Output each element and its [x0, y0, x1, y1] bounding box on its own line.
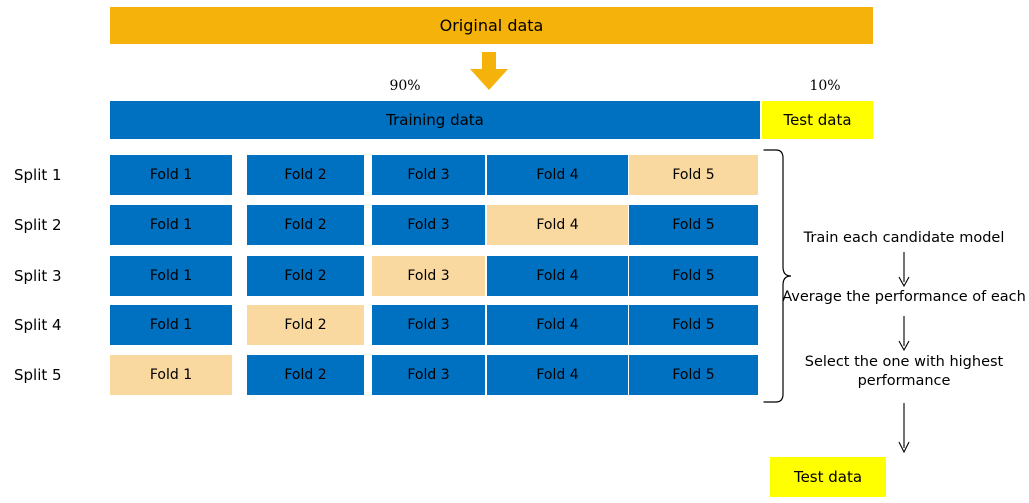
fold-box-split2-fold1: Fold 1 [110, 205, 232, 245]
fold-box-split2-fold3: Fold 3 [372, 205, 485, 245]
fold-box-split1-fold3: Fold 3 [372, 155, 485, 195]
fold-box-split5-fold3: Fold 3 [372, 355, 485, 395]
fold-box-split3-fold2: Fold 2 [247, 256, 364, 296]
fold-box-split5-fold5: Fold 5 [629, 355, 758, 395]
split-label-2: Split 2 [14, 216, 62, 234]
fold-box-split1-fold2: Fold 2 [247, 155, 364, 195]
test-percentage-label: 10% [809, 78, 841, 94]
fold-box-split4-fold1: Fold 1 [110, 305, 232, 345]
fold-box-split3-fold4: Fold 4 [487, 256, 628, 296]
fold-box-split3-fold3: Fold 3 [372, 256, 485, 296]
fold-box-split1-fold1: Fold 1 [110, 155, 232, 195]
down-arrow-icon-1 [895, 252, 913, 288]
original-data-bar: Original data [110, 7, 873, 44]
fold-box-split1-fold5: Fold 5 [629, 155, 758, 195]
fold-box-split3-fold5: Fold 5 [629, 256, 758, 296]
fold-box-split4-fold2: Fold 2 [247, 305, 364, 345]
down-arrow-icon-3 [895, 403, 913, 455]
fold-box-split5-fold2: Fold 2 [247, 355, 364, 395]
fold-box-split1-fold4: Fold 4 [487, 155, 628, 195]
splits-grouping-brace [762, 148, 792, 404]
final-test-data-box: Test data [770, 457, 886, 497]
split-label-4: Split 4 [14, 316, 62, 334]
split-label-5: Split 5 [14, 366, 62, 384]
fold-box-split2-fold2: Fold 2 [247, 205, 364, 245]
test-data-bar: Test data [762, 101, 873, 139]
fold-box-split5-fold4: Fold 4 [487, 355, 628, 395]
split-label-3: Split 3 [14, 267, 62, 285]
fold-box-split5-fold1: Fold 1 [110, 355, 232, 395]
training-data-bar: Training data [110, 101, 760, 139]
fold-box-split4-fold5: Fold 5 [629, 305, 758, 345]
training-percentage-label: 90% [389, 78, 421, 94]
down-arrow-icon-2 [895, 316, 913, 352]
split-label-1: Split 1 [14, 166, 62, 184]
fold-box-split2-fold4: Fold 4 [487, 205, 628, 245]
fold-box-split4-fold4: Fold 4 [487, 305, 628, 345]
step-select-label: Select the one with highest performance [804, 354, 1004, 389]
orange-down-arrow-icon [463, 52, 515, 92]
step-average-label: Average the performance of each [782, 289, 1026, 305]
step-train-label: Train each candidate model [803, 230, 1005, 246]
fold-box-split4-fold3: Fold 3 [372, 305, 485, 345]
fold-box-split3-fold1: Fold 1 [110, 256, 232, 296]
fold-box-split2-fold5: Fold 5 [629, 205, 758, 245]
